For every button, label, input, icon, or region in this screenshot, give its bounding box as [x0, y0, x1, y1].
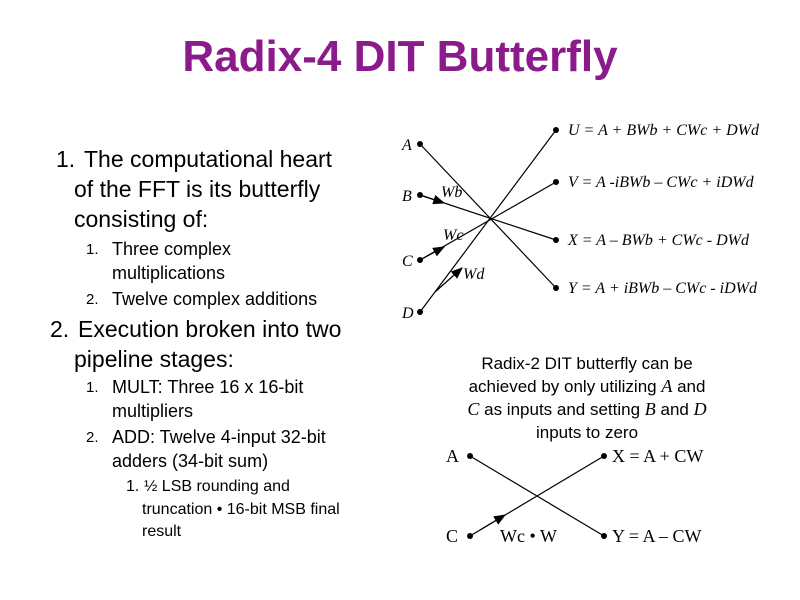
input-label-d: D — [401, 305, 414, 322]
caption-line: Radix-2 DIT butterfly can be — [481, 354, 693, 373]
radix2-lines — [469, 455, 605, 537]
sub-bullet-line: Twelve complex additions — [112, 289, 318, 309]
sub-bullet-number: 1. — [86, 241, 99, 258]
radix4-output-labels: U = A + BWb + CWc + DWd V = A -iBWb – CW… — [567, 122, 760, 297]
radix2-input-c: C — [446, 526, 458, 546]
radix4-twiddle-labels: Wb Wc Wd — [441, 184, 485, 283]
bullet-text: consisting of: — [74, 206, 208, 232]
output-equation: U = A + BWb + CWc + DWd — [568, 122, 760, 139]
output-node — [553, 237, 559, 243]
caption-line: inputs to zero — [535, 423, 639, 442]
twiddle-label-d: Wd — [463, 266, 485, 283]
butterfly-line — [419, 143, 557, 289]
bullet-line: The computational heart — [84, 146, 333, 172]
bullet-line: of the FFT is its butterfly — [74, 176, 321, 202]
twiddle-arrow-c — [419, 246, 446, 261]
input-node — [417, 141, 423, 147]
radix2-output-x: X = A + CW — [612, 446, 703, 466]
input-node — [417, 192, 423, 198]
sub-bullet-number: 1. — [86, 379, 99, 396]
bullet-text: of the FFT is its butterfly — [74, 176, 320, 202]
output-node — [553, 127, 559, 133]
radix4-lines — [419, 129, 557, 313]
sub-bullet-line: MULT: Three 16 x 16-bit — [112, 377, 304, 397]
butterfly-line — [419, 129, 557, 313]
radix4-nodes — [417, 127, 559, 315]
input-node — [417, 309, 423, 315]
sub-bullet-line: adders (34-bit sum) — [112, 451, 269, 471]
input-label-a: A — [401, 137, 412, 154]
caption-line: achieved by only utilizing A and — [432, 375, 742, 398]
caption-line: C as inputs and setting B and D — [432, 398, 742, 421]
caption-var-b: B — [644, 399, 656, 419]
bullet-text: The computational heart — [84, 146, 332, 172]
twiddle-arrow-d — [434, 267, 463, 293]
sub-bullet-line: Three complex — [112, 239, 232, 259]
caption-text: and — [655, 400, 694, 419]
twiddle-label-c: Wc — [443, 227, 463, 244]
radix2-input-a: A — [446, 446, 459, 466]
input-node — [467, 453, 473, 459]
input-node — [417, 257, 423, 263]
bullet-number: 1. — [56, 146, 76, 172]
caption-text: achieved by only utilizing — [468, 377, 662, 396]
radix2-caption: Radix-2 DIT butterfly can be achieved by… — [432, 352, 742, 444]
caption-text: as inputs and setting — [479, 400, 645, 419]
caption-var-d: D — [693, 399, 707, 419]
sub-bullet-number: 2. — [86, 291, 99, 308]
bullet-line: Execution broken into two — [78, 316, 342, 342]
caption-var-c: C — [467, 399, 480, 419]
page-title: Radix-4 DIT Butterfly — [182, 32, 618, 81]
radix4-input-labels: A B C D — [401, 137, 414, 322]
output-node — [601, 453, 607, 459]
twiddle-arrow — [479, 514, 507, 531]
bullet-line: consisting of: — [74, 206, 209, 232]
bullet-line: pipeline stages: — [74, 346, 234, 372]
sub-sub-bullet-number: 1. — [126, 478, 140, 495]
sub-bullet-line: multipliers — [112, 401, 194, 421]
radix2-nodes — [467, 453, 607, 539]
output-node — [601, 533, 607, 539]
sub-sub-bullet-line: truncation • 16-bit MSB final — [142, 501, 340, 518]
caption-var-a: A — [661, 376, 673, 396]
output-node — [553, 285, 559, 291]
sub-bullet-line: ADD: Twelve 4-input 32-bit — [112, 427, 326, 447]
bullet-number: 2. — [50, 316, 70, 342]
sub-bullet-number: 2. — [86, 429, 99, 446]
sub-sub-bullet-line: ½ LSB rounding and — [144, 478, 290, 495]
sub-sub-bullet-line: result — [142, 523, 182, 540]
input-node — [467, 533, 473, 539]
twiddle-label-b: Wb — [441, 184, 462, 201]
output-equation: X = A – BWb + CWc - DWd — [567, 232, 750, 249]
input-label-b: B — [402, 188, 412, 205]
radix2-labels: A C Wc • W X = A + CW Y = A – CW — [446, 446, 703, 546]
twiddle-arrow-b — [419, 194, 446, 205]
caption-text: and — [672, 377, 706, 396]
output-equation: V = A -iBWb – CWc + iDWd — [568, 174, 755, 191]
input-label-c: C — [402, 253, 413, 270]
radix2-output-y: Y = A – CW — [612, 526, 702, 546]
radix2-twiddle: Wc • W — [500, 526, 557, 546]
sub-bullet-line: multiplications — [112, 263, 226, 283]
output-node — [553, 179, 559, 185]
output-equation: Y = A + iBWb – CWc - iDWd — [568, 280, 758, 297]
